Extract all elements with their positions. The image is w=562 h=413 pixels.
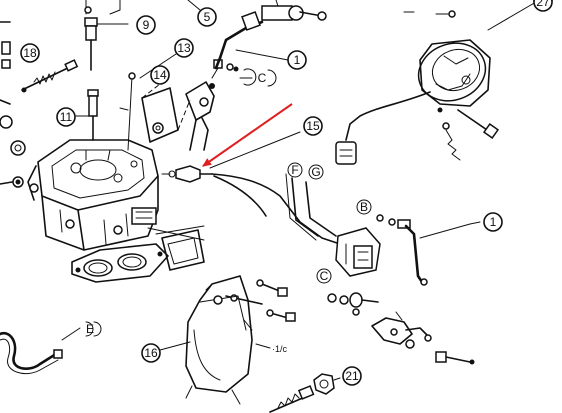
part-9-jet — [84, 0, 129, 71]
callout-21: 21 — [342, 366, 362, 386]
part-5-line — [187, 0, 201, 11]
callout-15: 15 — [303, 116, 323, 136]
dashpot-bolts — [225, 279, 296, 331]
hose-e: E — [0, 321, 102, 374]
callout-21-label: 21 — [345, 369, 359, 383]
letter-g: G — [308, 164, 324, 180]
sensor-housing — [417, 1, 537, 113]
callout-11: 11 — [56, 107, 76, 127]
part-15-sensor — [161, 131, 301, 183]
sensor-bolt — [442, 109, 500, 161]
fuel-tube-right — [404, 221, 481, 286]
callout-9: 9 — [136, 15, 156, 35]
callout-1-top-label: 1 — [294, 53, 301, 67]
callout-5-label: 5 — [204, 10, 211, 24]
fuel-tube-top — [214, 0, 327, 70]
callout-18-label: 18 — [23, 46, 37, 60]
part-18-screw — [21, 59, 79, 93]
bottom-bolt — [269, 385, 315, 413]
callout-5: 5 — [197, 7, 217, 27]
bottom-right-bolt — [435, 351, 475, 365]
part-21-nut — [313, 373, 341, 395]
clip-c-mid: C — [316, 268, 379, 316]
needle-rod — [119, 72, 136, 151]
carburetor-body — [27, 139, 159, 251]
sensor-wiring — [211, 173, 341, 245]
sensor-wire — [335, 91, 431, 165]
part-11-jet — [75, 89, 99, 141]
callout-13: 13 — [139, 38, 194, 79]
letter-f: F — [287, 162, 303, 178]
callout-14: 14 — [150, 65, 170, 85]
callout-27-label: 27 — [536, 0, 550, 9]
clip-c-top: C — [226, 63, 277, 87]
top-right-dashes — [403, 10, 456, 18]
callout-1-top: 1 — [287, 50, 307, 70]
letter-c-top: C — [258, 71, 267, 85]
callout-16: 16 — [141, 341, 191, 363]
part-16-dashpot — [185, 275, 253, 405]
callout-1-right-label: 1 — [490, 215, 497, 229]
throttle-linkage — [371, 311, 432, 349]
highlight-arrow — [202, 103, 293, 167]
callout-18: 18 — [20, 43, 40, 63]
letter-c-mid: C — [320, 269, 329, 283]
top-left-parts — [0, 0, 92, 188]
letter-b: B — [360, 200, 368, 214]
dashpot-note-text: ·1/c — [272, 344, 288, 354]
base-flange — [71, 243, 169, 283]
callout-1-right: 1 — [483, 212, 503, 232]
callout-15-label: 15 — [306, 119, 320, 133]
callout-14-label: 14 — [153, 68, 167, 82]
callout-27: 27 — [533, 0, 553, 12]
wire-connector — [335, 227, 381, 277]
callout-11-label: 11 — [60, 110, 73, 124]
small-gasket — [147, 225, 205, 271]
letter-g-text: G — [311, 165, 320, 179]
letter-f-text: F — [291, 163, 298, 177]
callout-13-label: 13 — [177, 41, 191, 55]
callout-16-label: 16 — [144, 346, 158, 360]
clip-b: B — [356, 199, 411, 229]
dashpot-note: ·1/c — [255, 343, 288, 354]
callout-9-label: 9 — [143, 18, 150, 32]
letter-e: E — [86, 322, 94, 336]
